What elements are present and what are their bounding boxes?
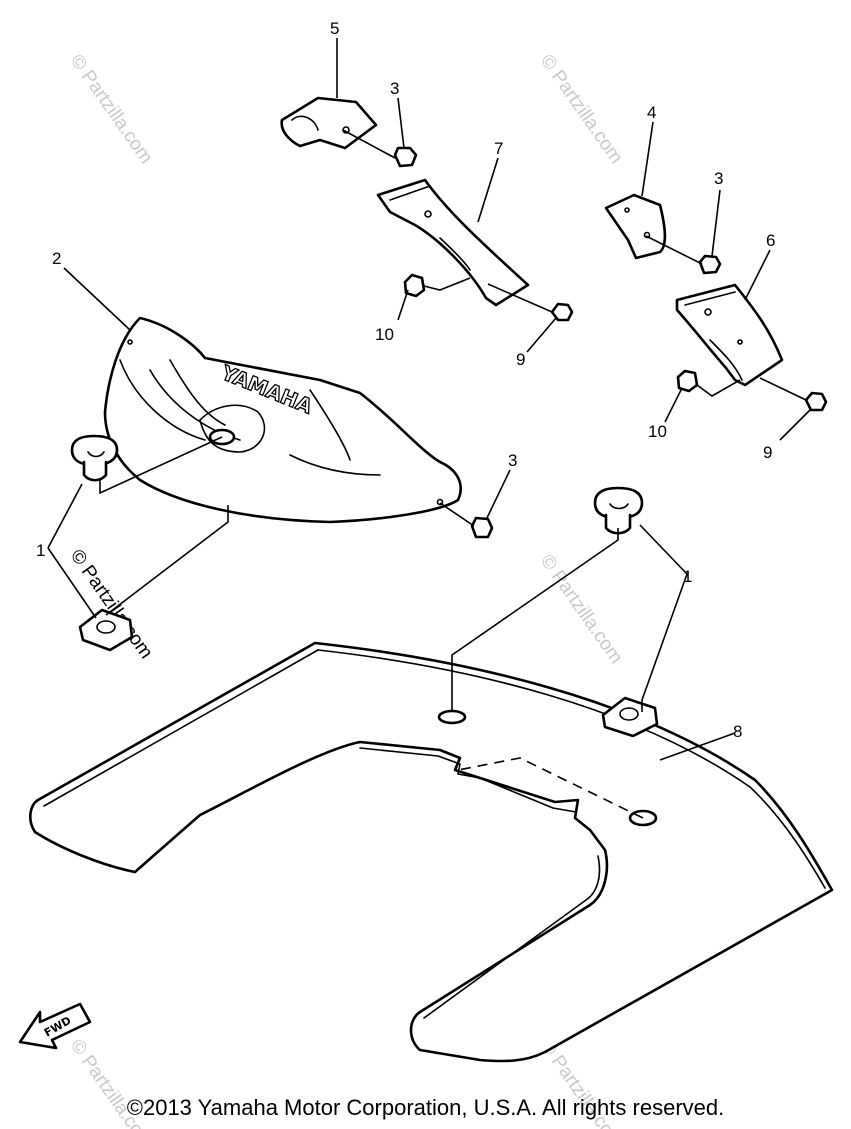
watermark-2: © Partzilla.com — [536, 51, 627, 168]
callout-8: 8 — [733, 722, 742, 741]
callout-3-cover: 3 — [508, 451, 517, 470]
callout-5: 5 — [330, 19, 339, 38]
part-4-bracket — [604, 193, 667, 260]
callout-3-right: 3 — [714, 169, 723, 188]
part-1-grommet-right — [593, 486, 644, 535]
part-3-bolt-top-center — [393, 146, 418, 168]
callout-10-center: 10 — [375, 325, 394, 344]
part-8-floor-mat — [29, 641, 834, 1063]
part-1-grommet-left — [70, 434, 119, 482]
part-6-bracket-plate — [675, 283, 784, 387]
part-2-top-cover: YAMAHA — [103, 316, 462, 524]
callout-leaders — [47, 38, 811, 761]
callout-1-right: 1 — [683, 567, 692, 586]
part-9-screw-right — [804, 391, 828, 412]
part-10-nut-center — [403, 273, 426, 298]
callout-9-center: 9 — [516, 350, 525, 369]
part-1-grommet-base-right — [601, 696, 659, 738]
part-9-screw-center — [550, 302, 574, 322]
callout-1-left: 1 — [36, 541, 45, 560]
callout-4: 4 — [647, 103, 656, 122]
watermark-3: © Partzilla.com — [536, 551, 627, 668]
watermark-1: © Partzilla.com — [66, 51, 157, 168]
callout-2: 2 — [52, 249, 61, 268]
part-7-bracket-plate — [376, 178, 530, 307]
callout-numbers: 5 3 7 4 3 6 2 10 9 10 9 3 1 1 8 — [36, 19, 775, 741]
callout-6: 6 — [766, 231, 775, 250]
callout-3-top: 3 — [390, 79, 399, 98]
part-3-bolt-cover — [470, 516, 494, 539]
part-10-nut-right — [676, 369, 699, 393]
part-3-bolt-right — [698, 254, 722, 275]
assembly-lines — [99, 129, 807, 819]
callout-7: 7 — [494, 139, 503, 158]
callout-10-right: 10 — [648, 422, 667, 441]
part-1-grommet-base-left — [78, 608, 134, 652]
callout-9-right: 9 — [763, 443, 772, 462]
copyright-notice: ©2013 Yamaha Motor Corporation, U.S.A. A… — [126, 1095, 725, 1120]
